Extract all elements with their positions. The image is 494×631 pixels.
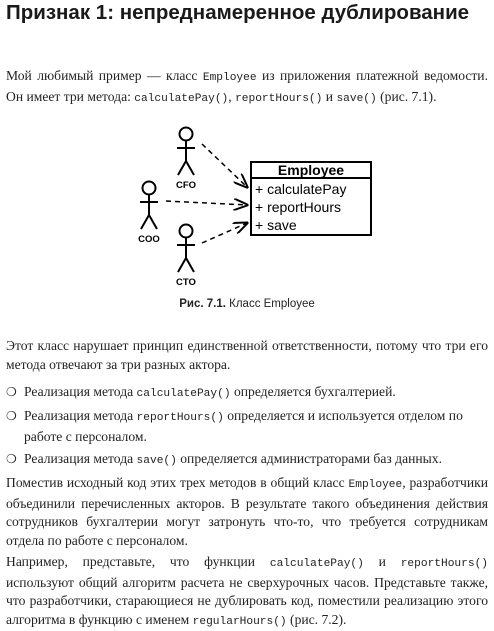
paragraph-example: Например, представьте, что функции calcu…	[6, 554, 488, 628]
class-method: + calculatePay	[255, 181, 346, 197]
class-method: + reportHours	[255, 199, 341, 215]
actor-label-cfo: CFO	[176, 180, 196, 191]
actor-coo	[140, 180, 158, 230]
list-item: ❍Реализация метода calculatePay() опреде…	[6, 384, 396, 400]
figure-caption: Рис. 7.1. Класс Employee	[179, 298, 315, 310]
actor-label-cto: CTO	[176, 277, 196, 288]
class-method: + save	[255, 217, 297, 233]
bullet-icon: ❍	[6, 409, 17, 423]
bullet-icon: ❍	[6, 452, 17, 466]
section-heading: Признак 1: непреднамеренное дублирование	[6, 1, 470, 24]
arrow-coo	[165, 201, 247, 205]
paragraph-merge: Поместив исходный код этих трех методов …	[6, 475, 489, 548]
arrow-cto	[201, 223, 247, 244]
class-name: Employee	[278, 162, 344, 178]
actor-label-coo: COO	[138, 234, 160, 245]
intro-paragraph: Мой любимый пример — класс Employee из п…	[6, 68, 488, 105]
actor-cfo	[177, 126, 195, 176]
list-item: ❍Реализация метода reportHours() определ…	[6, 408, 463, 444]
arrow-cfo	[201, 143, 247, 187]
employee-class-box: Employee + calculatePay + reportHours + …	[250, 161, 372, 236]
actor-cto	[177, 223, 195, 273]
bullet-icon: ❍	[6, 385, 17, 399]
employee-diagram: CFO COO CTO Employee + calculatePay + re…	[138, 126, 372, 288]
list-item: ❍Реализация метода save() определяется а…	[6, 451, 442, 467]
paragraph-srp: Этот класс нарушает принцип единственной…	[6, 338, 488, 372]
